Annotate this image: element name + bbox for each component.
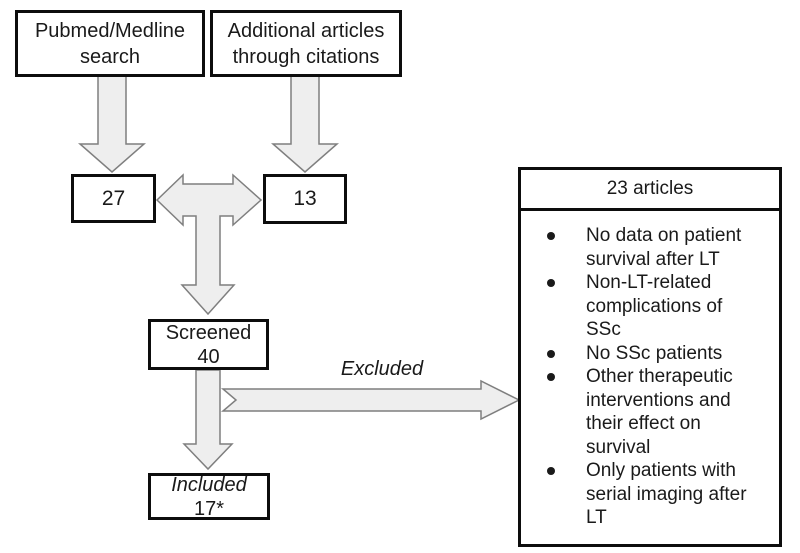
box-count-13: 13 [263, 174, 347, 224]
exclusion-reason-item: No data on patient survival after LT [547, 224, 771, 271]
included-count: 17* [193, 497, 225, 520]
pubmed-search-label: Pubmed/Medline search [34, 19, 186, 68]
pubmed-count: 27 [101, 186, 126, 210]
exclusion-reason-item: Only patients with serial imaging after … [547, 459, 771, 530]
box-pubmed-search: Pubmed/Medline search [15, 10, 205, 77]
down-arrow-from-pubmed [78, 75, 146, 173]
box-additional-citations: Additional articles through citations [210, 10, 402, 77]
additional-citations-label: Additional articles through citations [227, 19, 385, 68]
included-label: Included [171, 473, 247, 496]
box-included: Included 17* [148, 473, 270, 520]
excluded-arrow-label: Excluded [340, 358, 424, 380]
exclusion-reason-item: Non-LT-related complications of SSc [547, 271, 771, 342]
screened-label: Screened [165, 321, 252, 344]
exclusion-reason-list: No data on patient survival after LT Non… [521, 211, 779, 530]
box-screened: Screened 40 [148, 319, 269, 370]
screened-count: 40 [197, 345, 220, 368]
exclusion-reason-item: Other therapeutic interventions and thei… [547, 365, 771, 459]
merge-arrow [155, 173, 263, 316]
box-exclusion-reasons: 23 articles No data on patient survival … [518, 167, 782, 547]
citations-count: 13 [293, 187, 317, 210]
box-count-27: 27 [71, 174, 156, 223]
exclusion-box-title: 23 articles [521, 170, 779, 211]
exclusion-reason-item: No SSc patients [547, 342, 771, 366]
excluded-arrow [220, 379, 521, 421]
down-arrow-to-included [182, 369, 234, 471]
down-arrow-from-citations [271, 75, 339, 173]
